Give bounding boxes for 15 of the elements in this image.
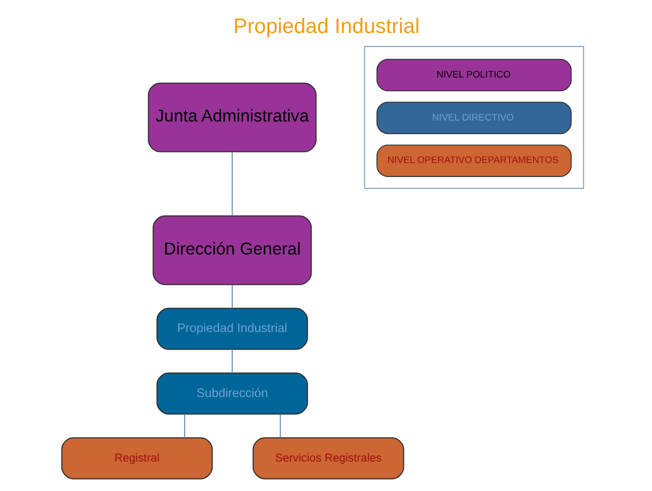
node-box: Servicios Registrales	[252, 437, 404, 480]
node-box: Registral	[60, 437, 212, 480]
node-box: Dirección General	[152, 215, 312, 286]
legend-label: NIVEL POLITICO	[436, 69, 510, 80]
connector	[184, 414, 185, 438]
node-box: Junta Administrativa	[147, 82, 316, 152]
connector	[231, 284, 232, 309]
legend-label: NIVEL DIRECTIVO	[432, 112, 514, 124]
connector	[231, 348, 232, 374]
connector	[231, 152, 232, 216]
node-box: Propiedad Industrial	[156, 308, 308, 350]
legend-label: NIVEL OPERATIVO DEPARTAMENTOS	[386, 155, 558, 166]
node-box: Subdirección	[156, 372, 308, 415]
connector	[279, 414, 280, 438]
diagram-title: Propiedad Industrial	[232, 14, 420, 38]
